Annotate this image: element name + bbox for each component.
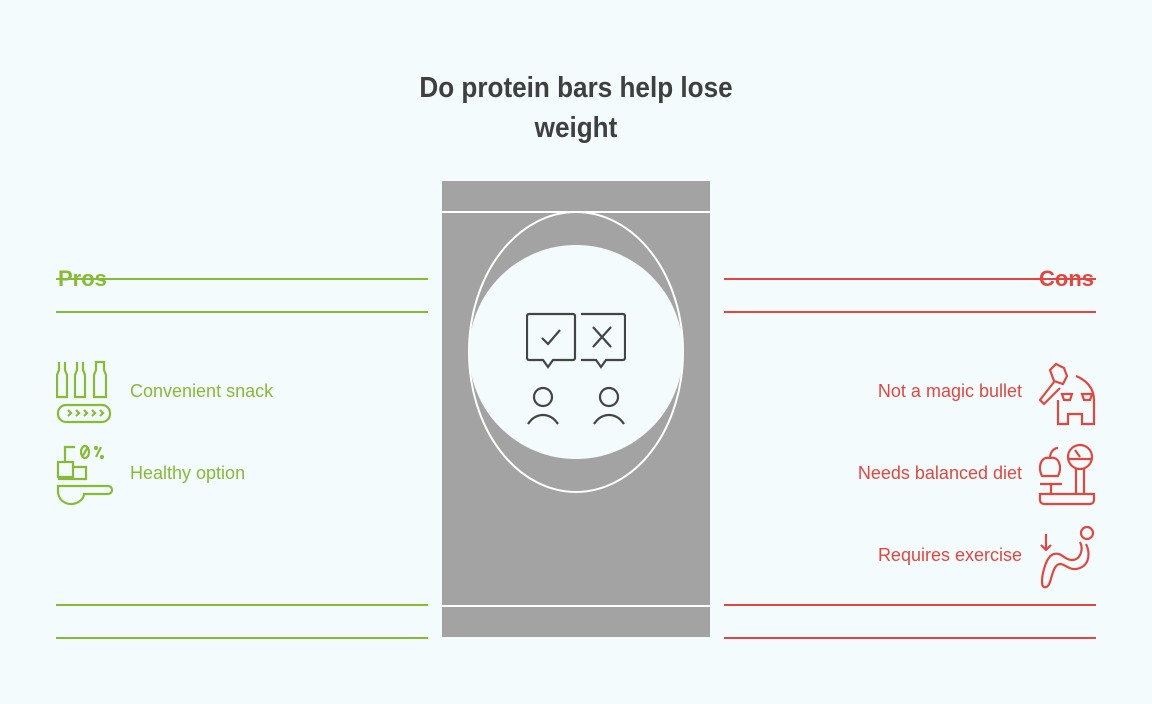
pros-divider <box>56 311 428 313</box>
scoop-percent-icon <box>56 443 114 507</box>
cons-bottom-line <box>724 604 1096 606</box>
pros-bottom-line-2 <box>56 637 428 639</box>
people-check-cross-icon <box>526 312 626 428</box>
cons-top-line <box>724 278 1096 280</box>
cons-header: Cons <box>1039 266 1094 291</box>
center-panel <box>442 181 710 637</box>
apple-scale-icon <box>1038 442 1096 508</box>
pros-item: Convenient snack <box>130 381 274 401</box>
page-title: Do protein bars help lose weight <box>419 72 733 144</box>
cons-item: Needs balanced diet <box>857 463 1022 483</box>
cons-item: Not a magic bullet <box>877 381 1022 401</box>
pros-top-line <box>56 278 428 280</box>
bottles-conveyor-icon <box>56 360 114 426</box>
pros-item: Healthy option <box>130 463 246 483</box>
exercise-figure-icon <box>1038 524 1096 590</box>
pros-bottom-line <box>56 604 428 606</box>
cons-divider <box>724 311 1096 313</box>
pros-header: Pros <box>58 266 107 291</box>
cons-bottom-line-2 <box>724 637 1096 639</box>
cons-item: Requires exercise <box>877 545 1022 565</box>
axe-house-icon <box>1038 362 1096 426</box>
